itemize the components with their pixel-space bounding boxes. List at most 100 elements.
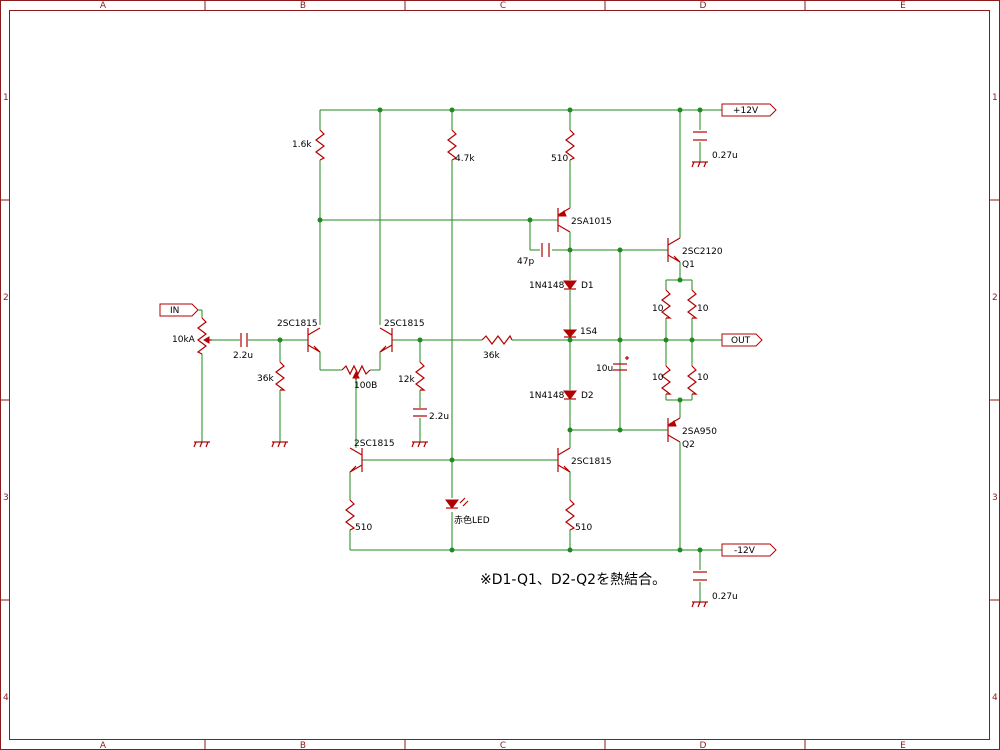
capacitor-10u: 10u — [596, 356, 629, 374]
col-label-top: B — [300, 1, 306, 11]
diode-d1: 1N4148 D1 — [529, 280, 594, 291]
transistor-2sc2120-q1: 2SC2120 Q1 — [667, 237, 723, 270]
row-label-left: 4 — [3, 693, 9, 703]
resistor-4k7-label: 4.7k — [455, 154, 475, 164]
resistor-12k-label: 12k — [398, 375, 415, 385]
diode-d2-type-label: 1N4148 — [529, 391, 565, 401]
col-label-top: E — [900, 1, 906, 11]
port-plus12v: +12V — [721, 103, 777, 117]
transistor-2sc1815-left-label: 2SC1815 — [277, 319, 318, 329]
diode-1s4: 1S4 — [562, 327, 597, 338]
resistor-36k-feedback: 36k — [481, 334, 513, 361]
ground-symbol — [193, 441, 210, 448]
resistor-10-q2-left-label: 10 — [652, 373, 664, 383]
col-label-bottom: A — [100, 741, 107, 750]
col-label-top: D — [700, 1, 707, 11]
resistor-36k-feedback-label: 36k — [483, 351, 500, 361]
resistor-10-q1-left: 10 — [652, 289, 672, 319]
led-red: 赤色LED — [445, 497, 490, 526]
resistor-10-q2-right: 10 — [687, 365, 709, 395]
col-label-top: A — [100, 1, 107, 11]
resistor-510-left: 510 — [345, 499, 372, 533]
resistor-10-q1-left-label: 10 — [652, 304, 664, 314]
capacitor-2-2u-input-label: 2.2u — [233, 351, 253, 361]
port-in: IN — [159, 303, 202, 317]
resistor-10-q1-right-label: 10 — [697, 304, 709, 314]
row-label-left: 2 — [3, 293, 9, 303]
transistor-2sc2120-label: 2SC2120 — [682, 247, 723, 257]
thermal-coupling-note: ※D1-Q1、D2-Q2を熱結合。 — [480, 572, 666, 588]
wires — [201, 109, 722, 602]
port-plus12v-label: +12V — [733, 106, 759, 116]
diode-d2: 1N4148 D2 — [529, 390, 594, 401]
resistor-510-top-label: 510 — [551, 154, 568, 164]
resistor-10-q1-right: 10 — [687, 289, 709, 319]
ground-symbol — [411, 441, 428, 448]
capacitor-47p: 47p — [517, 243, 550, 267]
ground-symbol — [691, 601, 708, 608]
port-minus12v: -12V — [721, 543, 777, 557]
port-out: OUT — [721, 333, 763, 347]
row-label-right: 1 — [992, 93, 998, 103]
port-out-label: OUT — [731, 336, 751, 346]
capacitor-2-2u-feedback: 2.2u — [413, 408, 449, 422]
transistor-2sc1815-right-label: 2SC1815 — [384, 319, 425, 329]
transistor-2sc1815-cs-left-label: 2SC1815 — [354, 439, 395, 449]
resistor-510-top: 510 — [551, 129, 576, 164]
col-label-bottom: B — [300, 741, 306, 750]
transistor-2sa950-q2: 2SA950 Q2 — [667, 417, 717, 450]
resistor-36k-input: 36k — [257, 361, 286, 391]
potentiometer-100b: 100B — [341, 364, 377, 391]
row-label-left: 1 — [3, 93, 9, 103]
ground-symbol — [271, 441, 288, 448]
capacitor-0-27u-bottom: 0.27u — [693, 571, 738, 602]
transistor-2sc1815-cs-right-label: 2SC1815 — [571, 457, 612, 467]
resistor-1k6: 1.6k — [292, 129, 326, 161]
transistor-2sa950-label: 2SA950 — [682, 427, 717, 437]
resistor-4k7: 4.7k — [447, 129, 475, 164]
capacitor-10u-label: 10u — [596, 364, 613, 374]
resistor-510-right-label: 510 — [575, 523, 592, 533]
capacitor-2-2u-input: 2.2u — [233, 333, 253, 361]
capacitor-0-27u-top-label: 0.27u — [712, 151, 738, 161]
ground-symbol — [691, 161, 708, 168]
capacitor-0-27u-bottom-label: 0.27u — [712, 592, 738, 602]
capacitor-47p-label: 47p — [517, 257, 534, 267]
resistor-36k-input-label: 36k — [257, 374, 274, 384]
potentiometer-100b-label: 100B — [354, 381, 377, 391]
port-in-label: IN — [170, 306, 179, 316]
col-label-top: C — [500, 1, 506, 11]
transistor-q2-label: Q2 — [682, 440, 695, 450]
diode-1s4-label: 1S4 — [580, 327, 597, 337]
frame-labels: A B C D E A B C D E 1 2 3 4 1 2 3 4 — [3, 1, 998, 750]
resistor-10-q2-left: 10 — [652, 365, 672, 395]
transistor-2sc1815-cs-left: 2SC1815 — [349, 439, 395, 473]
diode-d1-label: D1 — [581, 281, 594, 291]
transistor-2sc1815-pair-left: 2SC1815 — [277, 319, 321, 353]
potentiometer-10ka-label: 10kA — [172, 335, 196, 345]
resistor-12k: 12k — [398, 361, 426, 391]
potentiometer-10ka: 10kA — [172, 317, 212, 355]
col-label-bottom: C — [500, 741, 506, 750]
capacitor-2-2u-feedback-label: 2.2u — [429, 412, 449, 422]
resistor-10-q2-right-label: 10 — [697, 373, 709, 383]
transistor-2sa1015-label: 2SA1015 — [571, 217, 612, 227]
col-label-bottom: E — [900, 741, 906, 750]
row-label-right: 3 — [992, 493, 998, 503]
row-label-right: 2 — [992, 293, 998, 303]
transistor-q1-label: Q1 — [682, 260, 695, 270]
port-minus12v-label: -12V — [734, 546, 756, 556]
transistor-2sc1815-cs-right: 2SC1815 — [557, 447, 612, 473]
transistor-2sa1015: 2SA1015 — [557, 207, 612, 233]
row-label-right: 4 — [992, 693, 998, 703]
resistor-510-left-label: 510 — [355, 523, 372, 533]
transistor-2sc1815-pair-right: 2SC1815 — [379, 319, 425, 353]
capacitor-0-27u-top: 0.27u — [693, 131, 738, 161]
resistor-1k6-label: 1.6k — [292, 140, 312, 150]
diode-d1-type-label: 1N4148 — [529, 281, 565, 291]
led-label: 赤色LED — [454, 514, 490, 526]
diode-d2-label: D2 — [581, 391, 594, 401]
junction-dots — [277, 107, 703, 553]
